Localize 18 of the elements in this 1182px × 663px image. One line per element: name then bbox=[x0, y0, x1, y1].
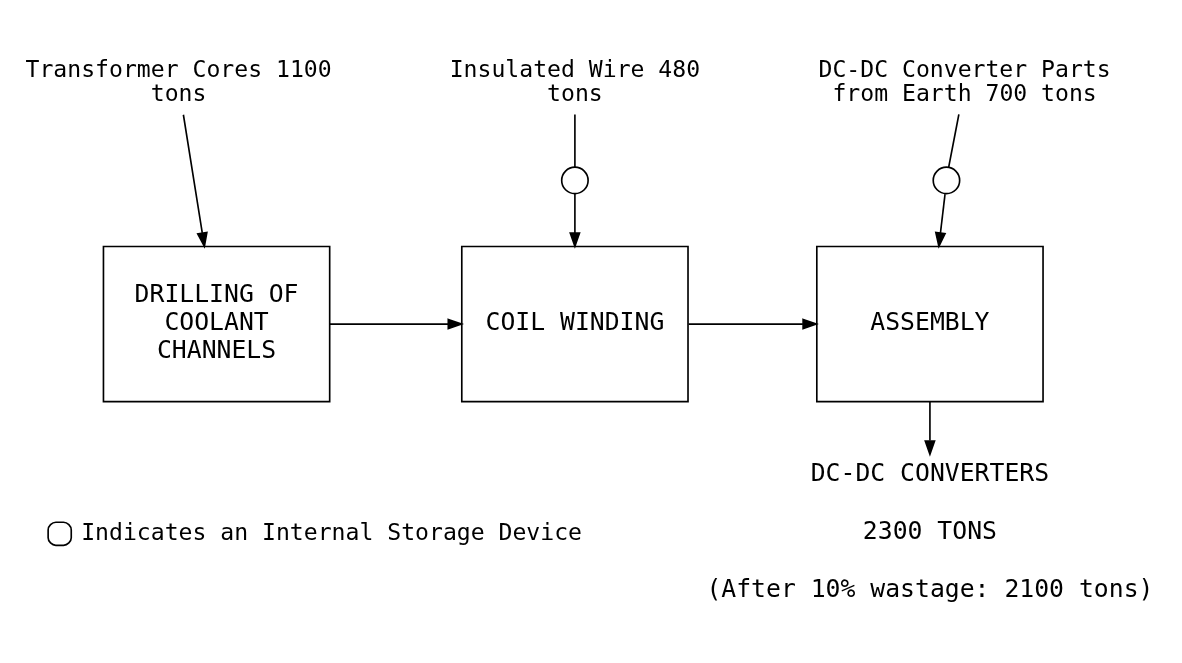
arrow bbox=[569, 193, 581, 249]
connector bbox=[947, 113, 960, 168]
node-text: DC-DC CONVERTERS 2300 TONS (After 10% wastage: 2100 tons) bbox=[706, 457, 1154, 603]
node-box: ASSEMBLY bbox=[816, 245, 1044, 403]
legend-label: Indicates an Internal Storage Device bbox=[81, 518, 583, 545]
arrow bbox=[329, 318, 464, 330]
node-circle bbox=[560, 166, 589, 195]
node-text: DC-DC Converter Parts from Earth 700 tons bbox=[818, 55, 1111, 107]
node-text: Transformer Cores 1100 tons bbox=[25, 55, 332, 107]
connector bbox=[574, 113, 576, 168]
node-box: COIL WINDING bbox=[460, 245, 689, 403]
node-circle bbox=[932, 166, 961, 195]
arrow bbox=[924, 400, 936, 457]
arrow bbox=[182, 113, 208, 249]
arrow bbox=[934, 193, 947, 249]
node-box: DRILLING OF COOLANT CHANNELS bbox=[102, 245, 331, 403]
node-text: Insulated Wire 480 tons bbox=[449, 55, 701, 107]
arrow bbox=[687, 318, 819, 330]
